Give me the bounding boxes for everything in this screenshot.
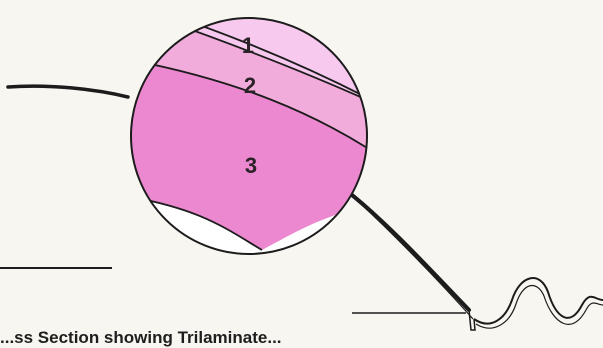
wavy-seal-line-inner [475, 285, 603, 329]
diagram-caption: ...ss Section showing Trilaminate... [0, 328, 282, 347]
layer-3-label: 3 [245, 153, 257, 178]
magnified-cross-section-diagram: 1 2 3 [0, 17, 603, 331]
layer-3-band [131, 58, 367, 250]
layer-1-label: 1 [242, 33, 254, 58]
lens-outline [130, 17, 368, 255]
layer-2-band [131, 18, 367, 170]
magnifier-lens [130, 17, 368, 255]
outer-curve-right [345, 189, 471, 312]
seal-notch [468, 309, 476, 331]
layer-2-label: 2 [244, 73, 256, 98]
outer-curve-right-inner [346, 190, 474, 320]
boundary-line-2-3 [131, 57, 367, 171]
wavy-seal-line [473, 277, 603, 325]
outer-curve-left [6, 84, 130, 99]
boundary-line-top [131, 18, 367, 116]
